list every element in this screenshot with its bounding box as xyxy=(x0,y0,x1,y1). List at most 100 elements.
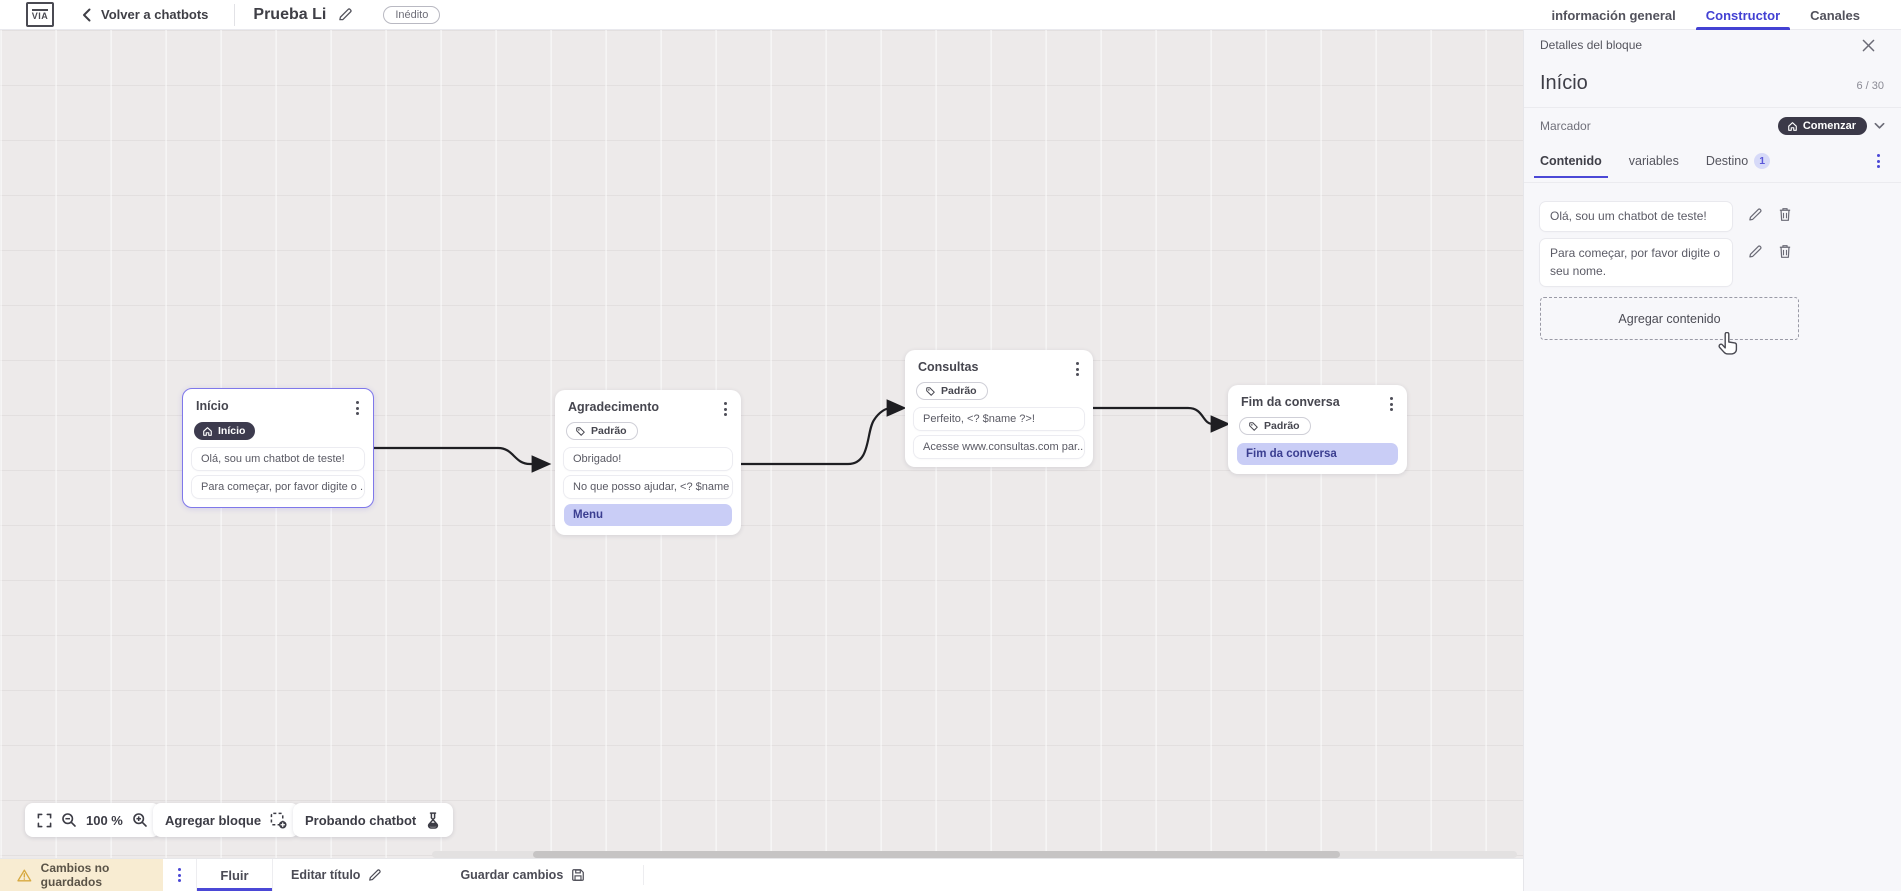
char-counter: 6 / 30 xyxy=(1856,80,1884,92)
block-action-menu[interactable]: Menu xyxy=(564,504,732,527)
status-badge: Inédito xyxy=(383,5,441,24)
home-icon xyxy=(203,426,212,436)
horizontal-scrollbar-track[interactable] xyxy=(432,851,1517,858)
tag-icon xyxy=(576,426,585,436)
tag-icon xyxy=(1249,421,1258,431)
block-message[interactable]: Obrigado! xyxy=(564,448,732,471)
marker-label: Marcador xyxy=(1540,119,1591,133)
via-logo-text: VIA xyxy=(31,11,49,21)
kebab-menu-icon[interactable] xyxy=(1387,395,1396,413)
unsaved-changes-label: Cambios no guardados xyxy=(40,861,110,889)
tab-constructor[interactable]: Constructor xyxy=(1695,0,1791,30)
flow-canvas[interactable]: Início Início Olá, sou um chatbot de tes… xyxy=(0,30,1523,858)
warning-icon xyxy=(17,869,32,881)
pencil-icon xyxy=(369,869,382,881)
add-block-label: Agregar bloque xyxy=(165,812,262,828)
add-block-icon xyxy=(270,812,287,829)
pencil-icon[interactable] xyxy=(1748,244,1763,259)
block-message[interactable]: Para começar, por favor digite o ... xyxy=(192,476,364,499)
flow-block-agradecimento[interactable]: Agradecimento Padrão Obrigado! No que po… xyxy=(555,390,741,536)
back-to-chatbots-button[interactable]: Volver a chatbots xyxy=(82,7,208,22)
flask-icon xyxy=(428,811,439,829)
test-chatbot-button[interactable]: Probando chatbot xyxy=(293,803,454,837)
tab-label: Contenido xyxy=(1540,154,1602,168)
zoom-level-value: 100 % xyxy=(86,812,123,828)
block-message[interactable]: Acesse www.consultas.com par... xyxy=(914,436,1084,459)
chevron-left-icon xyxy=(83,8,91,21)
block-title: Início xyxy=(196,399,229,413)
block-title: Agradecimento xyxy=(568,400,659,414)
close-icon[interactable] xyxy=(1862,39,1875,52)
block-message[interactable]: No que posso ajudar, <? $name ... xyxy=(564,476,732,499)
marker-select[interactable]: Comenzar xyxy=(1777,117,1867,135)
app-logo[interactable]: VIA xyxy=(26,2,54,27)
flow-block-inicio[interactable]: Início Início Olá, sou um chatbot de tes… xyxy=(182,388,374,509)
flow-options-menu[interactable] xyxy=(163,859,196,891)
kebab-menu-icon[interactable] xyxy=(721,400,730,418)
zoom-out-icon[interactable] xyxy=(61,812,77,828)
save-icon xyxy=(572,869,585,881)
start-marker-label: Início xyxy=(218,425,246,438)
destino-count-badge: 1 xyxy=(1754,153,1771,169)
top-bar: VIA Volver a chatbots Prueba Li Inédito … xyxy=(0,0,1901,30)
kebab-menu-icon[interactable] xyxy=(353,399,362,417)
flow-block-consultas[interactable]: Consultas Padrão Perfeito, <? $name ?>! … xyxy=(905,350,1093,468)
tab-label: Destino xyxy=(1705,154,1749,168)
tag-icon xyxy=(926,386,935,396)
tab-informacion-general[interactable]: información general xyxy=(1551,7,1676,23)
block-message[interactable]: Perfeito, <? $name ?>! xyxy=(914,408,1084,431)
connector-inicio-agradecimento xyxy=(374,446,552,473)
marker-value: Comenzar xyxy=(1802,120,1856,132)
flow-tab-label: Fluir xyxy=(220,867,249,883)
panel-title: Detalles del bloque xyxy=(1540,38,1643,52)
add-block-button[interactable]: Agregar bloque xyxy=(153,803,300,837)
add-content-button[interactable]: Agregar contenido xyxy=(1540,297,1799,341)
zoom-controls: 100 % xyxy=(25,803,160,837)
content-text[interactable]: Olá, sou um chatbot de teste! xyxy=(1540,202,1732,232)
start-marker-pill: Início xyxy=(194,422,256,441)
tab-contenido[interactable]: Contenido xyxy=(1534,154,1608,178)
topbar-divider xyxy=(234,3,236,26)
edit-title-button[interactable]: Editar título xyxy=(273,859,400,891)
kebab-menu-icon[interactable] xyxy=(1874,152,1883,170)
save-changes-button[interactable]: Guardar cambios xyxy=(442,859,603,891)
block-message[interactable]: Olá, sou um chatbot de teste! xyxy=(192,448,364,471)
block-name: Início xyxy=(1540,72,1588,94)
panel-divider xyxy=(1524,182,1901,183)
statusbar-divider xyxy=(643,865,645,885)
panel-tabs: Contenido variables Destino 1 xyxy=(1524,144,1901,182)
builder-tabs: información general Constructor Canales xyxy=(1551,0,1860,30)
tab-label: variables xyxy=(1628,154,1679,168)
trash-icon[interactable] xyxy=(1778,244,1792,259)
edit-title-icon[interactable] xyxy=(338,7,353,22)
kebab-menu-icon xyxy=(175,866,184,884)
kebab-menu-icon[interactable] xyxy=(1073,360,1082,378)
tab-variables[interactable]: variables xyxy=(1629,154,1679,178)
zoom-in-icon[interactable] xyxy=(132,812,148,828)
horizontal-scrollbar-thumb[interactable] xyxy=(533,851,1340,858)
edit-title-label: Editar título xyxy=(291,868,361,882)
flow-tab-fluir[interactable]: Fluir xyxy=(196,859,273,891)
pencil-icon[interactable] xyxy=(1748,207,1763,222)
chatbot-title: Prueba Li xyxy=(253,5,327,23)
fullscreen-icon[interactable] xyxy=(37,813,52,828)
block-action-end[interactable]: Fim da conversa xyxy=(1237,443,1398,466)
content-item-row: Para começar, por favor digite o seu nom… xyxy=(1540,239,1885,287)
default-marker-label: Padrão xyxy=(591,425,627,438)
back-label: Volver a chatbots xyxy=(101,7,209,22)
via-logo xyxy=(32,8,48,11)
block-title: Fim da conversa xyxy=(1241,395,1340,409)
tab-canales[interactable]: Canales xyxy=(1810,7,1860,23)
panel-divider xyxy=(1524,107,1901,108)
content-text[interactable]: Para começar, por favor digite o seu nom… xyxy=(1540,239,1732,287)
tab-destino[interactable]: Destino 1 xyxy=(1705,153,1771,179)
default-marker-pill: Padrão xyxy=(1239,417,1311,436)
home-icon xyxy=(1787,121,1797,131)
test-chatbot-label: Probando chatbot xyxy=(305,812,417,828)
chevron-down-icon[interactable] xyxy=(1874,122,1885,130)
save-changes-label: Guardar cambios xyxy=(460,868,564,882)
bottom-bar: Cambios no guardados Fluir Editar título… xyxy=(0,858,1523,891)
trash-icon[interactable] xyxy=(1778,207,1792,222)
block-details-panel: Detalles del bloque Início 6 / 30 Marcad… xyxy=(1523,30,1901,891)
flow-block-fim-da-conversa[interactable]: Fim da conversa Padrão Fim da conversa xyxy=(1228,385,1407,475)
